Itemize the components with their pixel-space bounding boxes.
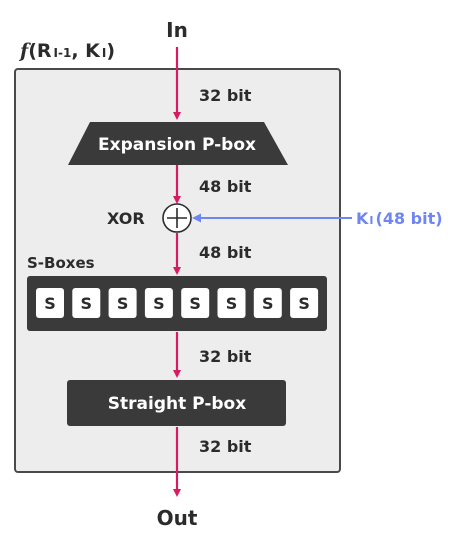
- sbox-cell: [108, 288, 137, 318]
- sbox-cell: [144, 288, 173, 318]
- sbox-cell-label: S: [262, 294, 274, 313]
- sbox-cell: [72, 288, 101, 318]
- sbox-cell-label: S: [298, 294, 310, 313]
- sboxes-container: [27, 276, 327, 331]
- sbox-cell: [36, 288, 64, 318]
- output-label: Out: [157, 506, 198, 530]
- bit-label-48-xor: 48 bit: [199, 243, 252, 262]
- bit-label-48-expansion: 48 bit: [199, 177, 252, 196]
- sbox-cell: [217, 288, 246, 318]
- sbox-cell-label: S: [226, 294, 238, 313]
- expansion-pbox-label: Expansion P-box: [98, 135, 256, 155]
- xor-icon: [162, 203, 192, 233]
- sbox-cell-label: S: [153, 294, 165, 313]
- xor-label: XOR: [107, 209, 145, 228]
- expansion-pbox: [68, 122, 288, 165]
- sboxes-title: S-Boxes: [27, 254, 95, 272]
- sbox-cell: [181, 288, 210, 318]
- sbox-cell-label: S: [44, 294, 56, 313]
- bit-label-32-sbox: 32 bit: [199, 347, 252, 366]
- sbox-cell: [253, 288, 282, 318]
- sbox-cell-label: S: [117, 294, 129, 313]
- bit-label-32-input: 32 bit: [199, 86, 252, 105]
- key-input-label: KI(48 bit): [356, 209, 443, 228]
- input-label: In: [166, 18, 188, 42]
- sbox-cell-label: S: [81, 294, 93, 313]
- straight-pbox-label: Straight P-box: [108, 394, 246, 414]
- sbox-cell-label: S: [189, 294, 201, 313]
- bit-label-32-straight: 32 bit: [199, 437, 252, 456]
- sbox-cell: [290, 288, 319, 318]
- straight-pbox: [67, 380, 286, 426]
